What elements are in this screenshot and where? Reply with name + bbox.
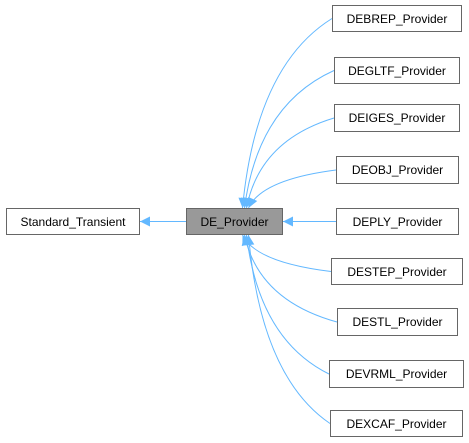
node-degltf-provider[interactable]: DEGLTF_Provider [334, 57, 460, 84]
node-debrep-provider[interactable]: DEBREP_Provider [332, 5, 462, 32]
edge-derived-8 [248, 234, 331, 424]
edge-derived-6 [244, 234, 338, 323]
edge-derived-4-arrowhead [283, 216, 293, 227]
edge-derived-2 [246, 117, 335, 209]
node-deiges-provider[interactable]: DEIGES_Provider [334, 104, 460, 132]
node-standard-transient[interactable]: Standard_Transient [6, 208, 140, 235]
edge-base-arrowhead [140, 216, 150, 227]
node-deobj-provider[interactable]: DEOBJ_Provider [336, 156, 459, 184]
node-de-provider[interactable]: DE_Provider [186, 208, 283, 235]
node-dexcaf-provider[interactable]: DEXCAF_Provider [330, 410, 463, 437]
node-devrml-provider[interactable]: DEVRML_Provider [329, 360, 464, 388]
edge-derived-7 [246, 234, 330, 375]
edge-derived-8-arrowhead [244, 235, 255, 246]
node-deply-provider[interactable]: DEPLY_Provider [336, 208, 459, 235]
edge-derived-1 [244, 70, 335, 209]
edge-derived-3 [248, 169, 337, 209]
edge-derived-0 [242, 18, 333, 209]
edge-derived-3-arrowhead [248, 196, 258, 208]
node-destep-provider[interactable]: DESTEP_Provider [331, 258, 463, 285]
node-destl-provider[interactable]: DESTL_Provider [337, 308, 458, 336]
